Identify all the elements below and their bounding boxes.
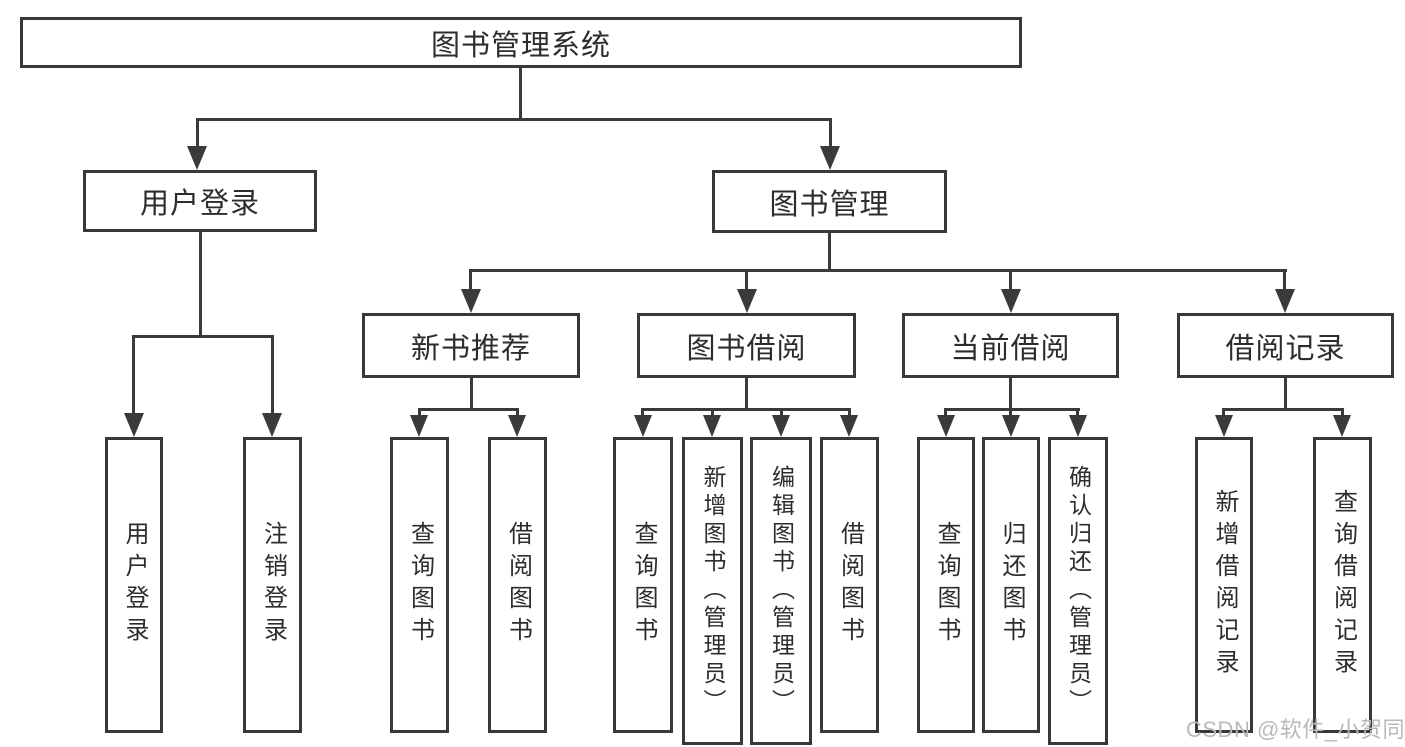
connector-line [1009,269,1012,293]
connector-line [1341,408,1344,420]
connector-line [1009,378,1012,411]
arrow-down-icon [737,289,757,313]
node-label: 编辑图书（管理员） [768,465,795,717]
node-label: 新书推荐 [410,332,531,365]
arrow-down-icon [937,415,955,437]
connector-line [829,118,832,148]
node-label: 借阅图书 [836,521,864,649]
arrow-down-icon [1215,415,1233,437]
connector-line [848,408,851,420]
node-label: 图书借阅 [686,332,807,365]
node-label: 图书管理 [769,188,890,221]
node-login: 用户登录 [105,437,163,733]
connector-line [641,408,644,420]
node-rec-borrow-books: 借阅图书 [488,437,547,733]
node-label: 用户登录 [139,188,260,220]
node-bor-edit-books-admin: 编辑图书（管理员） [750,437,812,745]
arrow-down-icon [1333,415,1351,437]
connector-line [470,378,473,411]
node-label: 新增借阅记录 [1211,489,1238,681]
node-label: 查询图书 [630,521,657,649]
node-label: 确认归还（管理员） [1065,465,1092,717]
connector-line [1284,378,1287,411]
node-book-mgmt: 图书管理 [712,170,947,233]
connector-line [944,408,947,420]
arrow-down-icon [1275,289,1295,313]
arrow-down-icon [840,415,858,437]
node-logout: 注销登录 [243,437,302,733]
node-label: 当前借阅 [950,332,1071,365]
node-cur-confirm-return-admin: 确认归还（管理员） [1048,437,1108,745]
node-cur-query-books: 查询图书 [917,437,975,733]
node-book-borrow: 图书借阅 [637,313,856,378]
connector-line [745,378,748,411]
node-bor-add-books-admin: 新增图书（管理员） [682,437,743,745]
node-current-borrow: 当前借阅 [902,313,1119,378]
connector-line [519,68,522,121]
arrow-down-icon [187,146,207,170]
node-root: 图书管理系统 [20,17,1022,68]
connector-line [1076,408,1079,420]
arrow-down-icon [461,289,481,313]
node-query-borrow-record: 查询借阅记录 [1313,437,1372,733]
node-new-book-rec: 新书推荐 [362,313,580,378]
arrow-down-icon [508,415,526,437]
connector-line [944,408,1080,411]
connector-line [1222,408,1344,411]
arrow-down-icon [1002,415,1020,437]
connector-line [828,233,831,272]
connector-line [516,408,519,420]
node-label: 图书管理系统 [430,29,611,62]
connector-line [199,232,202,338]
node-label: 借阅记录 [1225,332,1346,365]
connector-line [469,269,1287,272]
node-borrow-records: 借阅记录 [1177,313,1394,378]
connector-line [711,408,714,420]
arrow-down-icon [262,413,282,437]
connector-line [745,269,748,293]
node-label: 借阅图书 [504,521,532,649]
connector-line [1283,269,1286,293]
arrow-down-icon [820,146,840,170]
node-cur-return-books: 归还图书 [982,437,1040,733]
arrow-down-icon [1069,415,1087,437]
node-user-login: 用户登录 [83,170,317,232]
node-add-borrow-record: 新增借阅记录 [1195,437,1253,733]
node-label: 用户登录 [121,521,148,649]
connector-line [1222,408,1225,420]
node-label: 注销登录 [259,521,287,649]
arrow-down-icon [634,415,652,437]
node-bor-borrow-books: 借阅图书 [820,437,879,733]
node-rec-query-books: 查询图书 [390,437,449,733]
connector-line [196,118,832,121]
connector-line [132,335,135,415]
connector-line [418,408,519,411]
connector-line [641,408,851,411]
csdn-watermark: CSDN @软件_小贺同学 [1186,717,1405,742]
node-label: 查询借阅记录 [1329,489,1357,681]
connector-line [469,269,472,293]
connector-line [271,335,274,415]
node-label: 归还图书 [998,521,1025,649]
node-bor-query-books: 查询图书 [613,437,673,733]
node-label: 查询图书 [406,521,434,649]
arrow-down-icon [1001,289,1021,313]
arrow-down-icon [703,415,721,437]
arrow-down-icon [124,413,144,437]
node-label: 新增图书（管理员） [700,465,726,717]
arrow-down-icon [410,415,428,437]
connector-line [780,408,783,420]
node-label: 查询图书 [933,521,960,649]
connector-line [132,335,274,338]
arrow-down-icon [772,415,790,437]
connector-line [418,408,421,420]
connector-line [196,118,199,148]
connector-line [1009,408,1012,420]
